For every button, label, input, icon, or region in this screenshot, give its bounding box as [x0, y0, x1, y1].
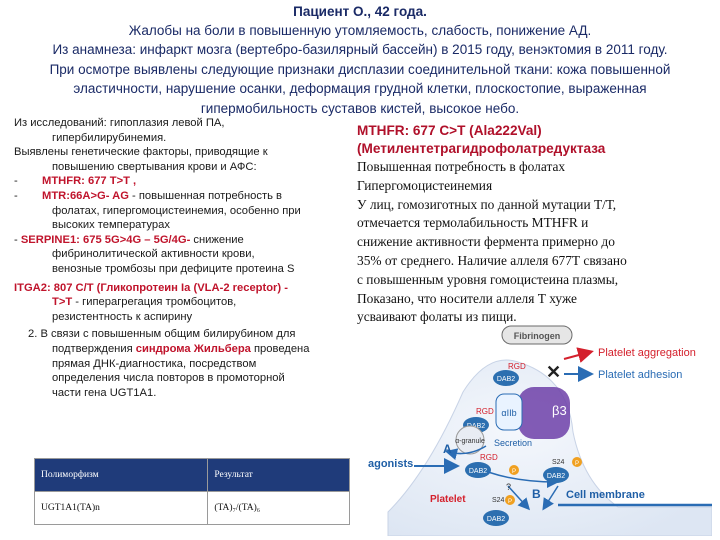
mthfr-line-3: У лиц, гомозиготных по данной мутации Т/…: [357, 196, 617, 212]
mtr-line-3: высоких температурах: [52, 219, 170, 232]
mthfr-line-2: Гипергомоцистеинемия: [357, 177, 493, 193]
exam-line-2: эластичности, нарушение осанки, деформац…: [73, 81, 647, 97]
s24-label: S24: [492, 497, 505, 504]
platelet-adhesion-label: Platelet adhesion: [598, 369, 682, 381]
platelet-integrin-diagram: Fibrinogen Platelet aggregation Platelet…: [368, 325, 712, 536]
serpine-item: - SERPINE1: 675 5G>4G – 5G/4G- снижение: [14, 233, 244, 246]
exam-line-3: гипермобильность суставов кистей, высоко…: [200, 100, 520, 116]
studies-line-2: гипербилирубинемия.: [52, 131, 167, 144]
serpine-genotype: SERPINE1: 675 5G>4G – 5G/4G-: [20, 233, 191, 246]
mtr-genotype: MTR:66A>G- AG: [42, 189, 129, 202]
mthfr-line-5: снижение активности фермента примерно до: [357, 234, 615, 250]
genetic-factors-line-2: повышению свертывания крови и АФС:: [52, 160, 257, 173]
question-mark: ?: [506, 482, 511, 492]
fibrinogen-pill: [501, 325, 573, 345]
right-column: MTHFR: 677 C>T (Ala222Val) (Метилентетра…: [357, 122, 712, 327]
beta3-label: β3: [552, 403, 567, 418]
p-label: P: [575, 461, 579, 467]
dab2-low: [465, 462, 491, 478]
dab2-label: DAB2: [467, 423, 485, 430]
alpha-granule-label: α-granule: [455, 438, 485, 445]
gilbert-syndrome: синдрома Жильбера: [135, 342, 251, 355]
patient-title: Пациент О., 42 года.: [293, 4, 427, 19]
gilbert-item: 2. В связи с повышенным общим билирубино…: [28, 328, 296, 341]
dab2-bottom: [483, 510, 509, 526]
serpine-line-3: венозные тромбозы при дефиците протеина …: [52, 262, 295, 275]
integrin-alpha-iib: [495, 393, 523, 431]
gilbert-line-4: определения числа повторов в промоторной: [52, 372, 285, 385]
dab2-label: DAB2: [547, 473, 565, 480]
p-label: P: [512, 469, 516, 475]
serpine-line-2: фибринолитической активности крови,: [52, 248, 255, 261]
anamnesis-line: Из анамнеза: инфаркт мозга (вертебро-баз…: [52, 42, 668, 58]
platelet-aggregation-label: Platelet aggregation: [598, 347, 696, 359]
mthfr-line-9: усваивают фолаты из пищи.: [357, 309, 517, 325]
mthfr-heading: MTHFR: 677 C>T (Ala222Val): [357, 123, 542, 138]
mtr-line-2: фолатах, гипергомоцистеинемия, особенно …: [52, 204, 301, 217]
mthfr-line-8: Показано, что носители аллеля Т хуже: [357, 290, 577, 306]
gilbert-line-3: прямая ДНК-диагностика, посредством: [52, 357, 257, 370]
fibrinogen-label: Fibrinogen: [514, 331, 561, 341]
genetic-factors-line: Выявлены генетические факторы, приводящи…: [14, 146, 268, 159]
agonists-label: agonists: [368, 458, 413, 470]
mthfr-line-6: 35% от среднего. Наличие аллеля 677Т свя…: [357, 252, 627, 268]
fibrinogen-label-group: Fibrinogen: [501, 325, 573, 345]
label-a: A: [443, 442, 452, 456]
mthfr-genotype: MTHFR: 677 T>T ,: [42, 175, 137, 188]
slide-header: Пациент О., 42 года. Жалобы на боли в по…: [0, 2, 720, 118]
secretion-arrow: [445, 445, 487, 461]
studies-line: Из исследований: гипоплазия левой ПА,: [14, 117, 225, 129]
mthfr-line-7: с повышенным уровня гомоцистеина плазмы,: [357, 271, 619, 287]
cell-membrane-label: Cell membrane: [566, 489, 645, 501]
gilbert-line-2: подтверждения синдрома Жильбера проведен…: [52, 342, 310, 355]
phosphate-bottom: [505, 495, 515, 505]
alpha-iib-label: αIIb: [501, 408, 516, 418]
mthfr-enzyme-name: (Метилентетрагидрофолатредуктаза: [357, 141, 606, 156]
mthfr-line-4: отмечается термолабильность MTHFR и: [357, 215, 589, 231]
dab2-label: DAB2: [497, 376, 515, 383]
platelet-body: [387, 359, 712, 536]
blocked-icon: ✕: [546, 362, 561, 382]
label-b: B: [532, 487, 541, 501]
table-cell: UGT1A1(TA)n: [33, 491, 209, 525]
secretion-label: Secretion: [494, 438, 532, 448]
table-header-cell: Полиморфизм: [33, 458, 209, 492]
itga2-item: ITGA2: 807 C/T (Гликопротеин Ia (VLA-2 r…: [14, 281, 344, 296]
exam-line-1: При осмотре выявлены следующие признаки …: [49, 61, 671, 77]
p-label: P: [508, 499, 512, 505]
integrin-beta3: [518, 387, 570, 439]
table-row: UGT1A1(TA)n (TA)₇/(TA)₆: [33, 491, 350, 525]
down-arrow-left: [507, 485, 531, 511]
mthfr-line-1: Повышенная потребность в фолатах: [357, 159, 566, 174]
phosphate-left: [509, 465, 519, 475]
itga2-genotype: ITGA2: 807 C/T (Гликопротеин Ia (VLA-2 r…: [14, 281, 288, 294]
rgd-label: RGD: [476, 407, 494, 416]
down-arrow-right: [542, 485, 559, 511]
s24-label: S24: [552, 459, 565, 466]
itga2-line-3: резистентность к аспирину: [52, 310, 193, 323]
aggregation-arrow: [563, 347, 594, 363]
platelet-label: Platelet: [430, 494, 466, 505]
dab2-right: [543, 467, 569, 483]
complaints-line: Жалобы на боли в повышенную утомляемость…: [128, 23, 592, 38]
dab2-top: [493, 370, 519, 386]
mthfr-item: -MTHFR: 677 T>T ,: [14, 175, 137, 188]
itga2-line-2: T>T - гиперагрегация тромбоцитов,: [52, 296, 237, 309]
alpha-granule: [455, 425, 485, 455]
signal-arrow: [487, 471, 559, 488]
table-header-cell: Результат: [207, 458, 350, 492]
rgd-label: RGD: [508, 362, 526, 371]
dab2-label: DAB2: [469, 468, 487, 475]
table-header-row: Полиморфизм Результат: [33, 458, 350, 492]
left-column: Из исследований: гипоплазия левой ПА, ги…: [14, 116, 344, 400]
table-cell: (TA)₇/(TA)₆: [207, 491, 350, 525]
mtr-item: -MTR:66A>G- AG - повышенная потребность …: [14, 189, 282, 202]
gilbert-line-5: части гена UGT1A1.: [52, 386, 157, 399]
dab2-label: DAB2: [487, 516, 505, 523]
phosphate-right: [572, 457, 582, 467]
polymorphism-table: Полиморфизм Результат UGT1A1(TA)n (TA)₇/…: [33, 458, 350, 525]
rgd-label: RGD: [480, 453, 498, 462]
